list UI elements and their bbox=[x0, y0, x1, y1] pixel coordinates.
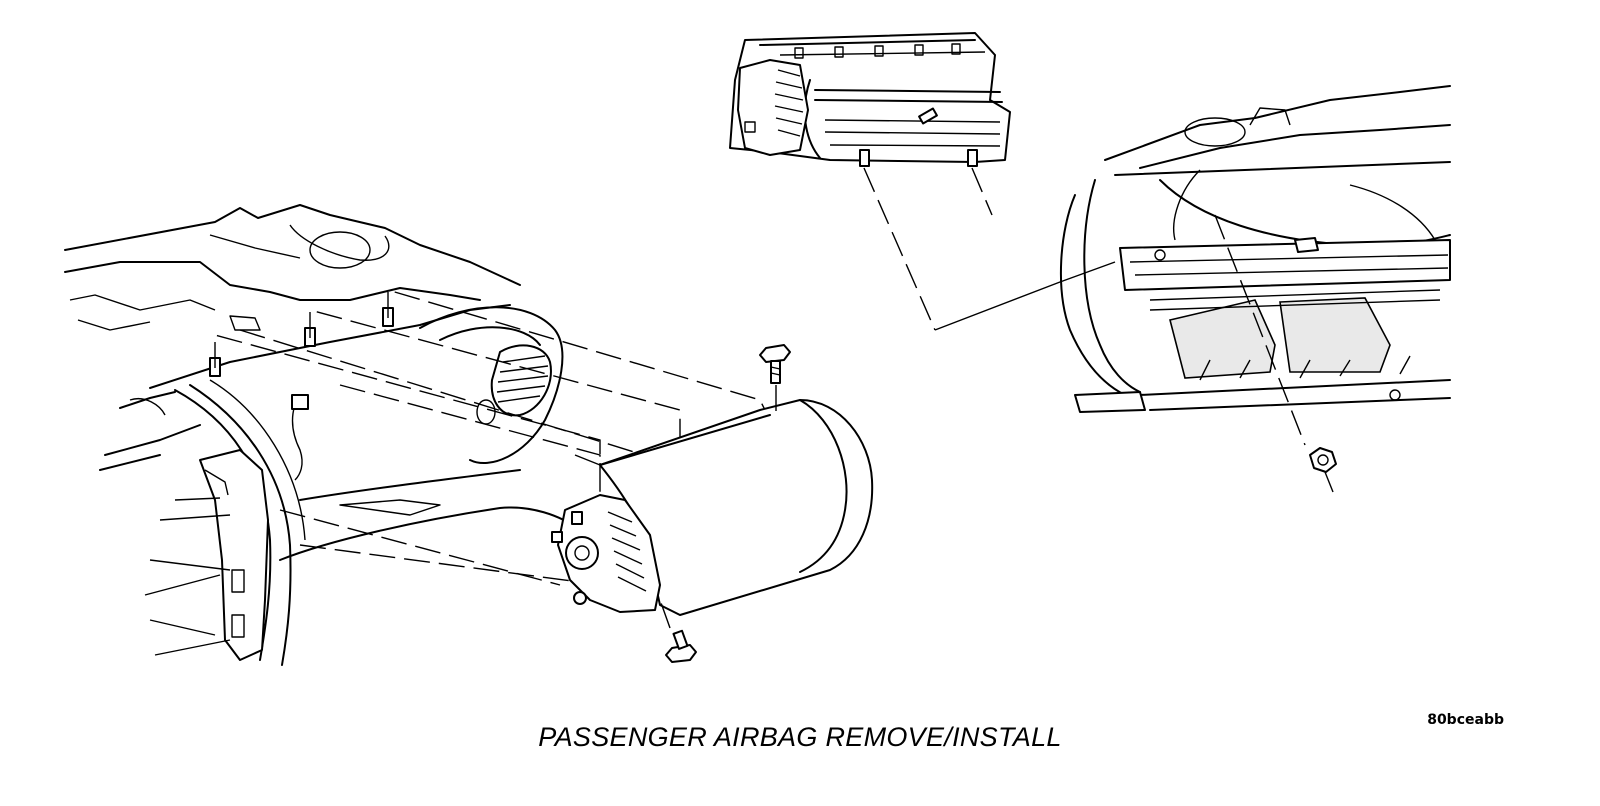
vent-louvers bbox=[496, 355, 549, 403]
instrument-panel-left bbox=[64, 204, 581, 666]
alignment-lines-left bbox=[214, 289, 776, 591]
figure-caption: PASSENGER AIRBAG REMOVE/INSTALL bbox=[538, 722, 1062, 752]
lower-bracket-ribs bbox=[1199, 355, 1411, 381]
panel-studs bbox=[209, 307, 394, 377]
detail-louvers bbox=[774, 69, 804, 137]
nut bbox=[1309, 447, 1337, 493]
module-top-clips bbox=[794, 43, 961, 59]
instrument-panel-right bbox=[1059, 85, 1451, 446]
figure-code: 80bceabb bbox=[1427, 712, 1504, 728]
bolt-top bbox=[759, 344, 791, 420]
bolt-bottom bbox=[659, 599, 697, 663]
airbag-module-detail bbox=[729, 32, 1116, 331]
passenger-airbag-module bbox=[551, 399, 874, 616]
module-louvers bbox=[607, 511, 647, 592]
